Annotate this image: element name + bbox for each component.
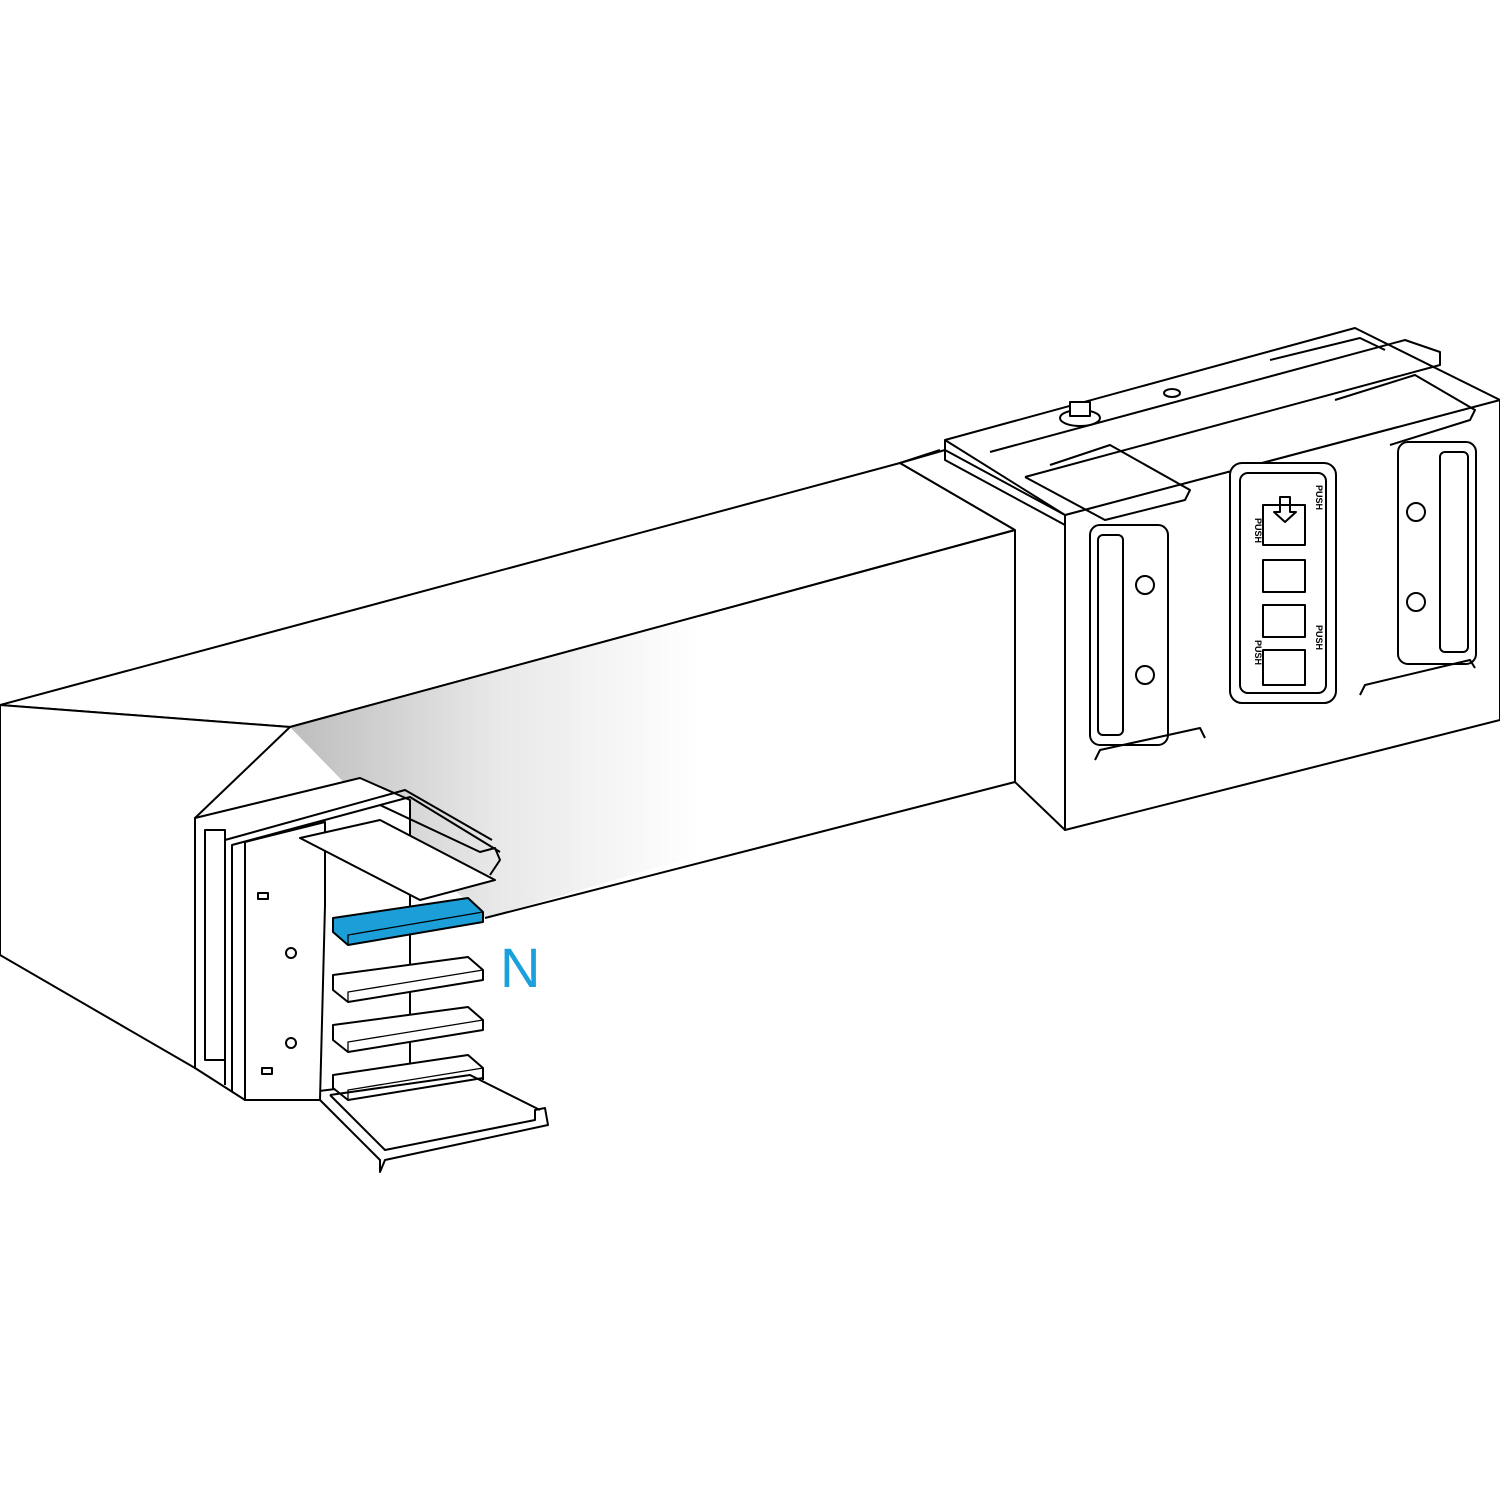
end-connector <box>194 777 549 1173</box>
joint-panel-left <box>1089 524 1169 746</box>
push-label: PUSH <box>1314 485 1324 510</box>
push-label: PUSH <box>1314 625 1324 650</box>
neutral-busbar <box>332 897 484 946</box>
bolt-icon <box>1406 502 1426 522</box>
joint-block: PUSH PUSH PUSH PUSH <box>899 327 1500 831</box>
trunking-duct <box>0 449 1016 1069</box>
bolt-icon <box>1406 592 1426 612</box>
push-label: PUSH <box>1253 518 1263 543</box>
duct-shading <box>290 616 700 918</box>
bolt-icon <box>1069 401 1091 417</box>
bolt-icon <box>1135 665 1155 685</box>
bolt-icon <box>1135 575 1155 595</box>
connector-top-cover <box>299 819 496 901</box>
push-tab <box>1262 504 1306 546</box>
joint-panel-right <box>1397 441 1477 665</box>
push-label: PUSH <box>1253 640 1263 665</box>
neutral-label: N <box>500 936 541 999</box>
phase-busbars <box>332 956 484 1101</box>
joint-top <box>944 327 1500 516</box>
arrow-down-icon <box>1273 496 1297 523</box>
connector-side-plate <box>244 821 326 1101</box>
